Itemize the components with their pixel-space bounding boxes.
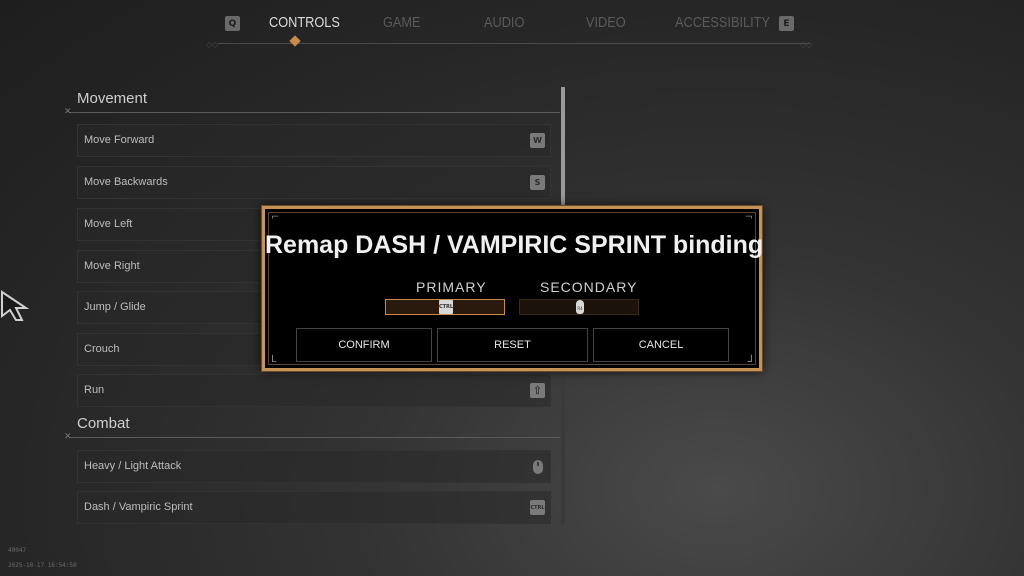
mouse-icon [530, 459, 545, 474]
key-w-icon: W [530, 133, 545, 148]
scrollbar-thumb[interactable] [561, 87, 565, 207]
section-ornament-icon: ✕ [64, 107, 72, 117]
section-divider [70, 112, 560, 113]
shift-key-icon: ⇧ [530, 383, 545, 398]
binding-row-run[interactable]: Run ⇧ [77, 374, 551, 407]
section-divider [70, 437, 560, 438]
dialog-inner-frame [268, 212, 756, 365]
secondary-label: SECONDARY [540, 279, 638, 295]
tab-video[interactable]: VIDEO [586, 14, 626, 31]
top-navigation: Q CONTROLS GAME AUDIO VIDEO ACCESSIBILIT… [0, 0, 1024, 50]
section-title-movement: Movement [77, 90, 148, 107]
primary-binding-slot[interactable]: CTRL [385, 299, 505, 315]
binding-label: Run [84, 384, 105, 396]
binding-label: Move Right [84, 260, 140, 272]
build-timestamp: 2025-10-17 16:54:50 [8, 562, 77, 569]
build-number: 40047 [8, 547, 27, 554]
ctrl-key-icon: CTRL [530, 500, 545, 515]
binding-label: Move Left [84, 218, 133, 230]
binding-label: Heavy / Light Attack [84, 460, 182, 472]
prev-tab-key-hint[interactable]: Q [225, 16, 240, 31]
binding-label: Move Forward [84, 134, 155, 146]
binding-row-move-backwards[interactable]: Move Backwards S [77, 166, 551, 199]
tab-accessibility[interactable]: ACCESSIBILITY [675, 14, 770, 31]
key-s-icon: S [530, 175, 545, 190]
corner-ornament-icon: ¬ [744, 212, 753, 223]
active-tab-marker-icon [289, 35, 301, 47]
binding-row-heavy-light-attack[interactable]: Heavy / Light Attack [77, 450, 551, 483]
ctrl-key-icon: CTRL [439, 300, 453, 314]
section-ornament-icon: ✕ [64, 432, 72, 442]
reset-button[interactable]: RESET [437, 328, 588, 362]
next-tab-key-hint[interactable]: E [779, 16, 794, 31]
secondary-binding-slot[interactable] [519, 299, 639, 315]
binding-label: Dash / Vampiric Sprint [84, 501, 193, 513]
binding-row-dash-vampiric-sprint[interactable]: Dash / Vampiric Sprint CTRL [77, 491, 551, 524]
confirm-button[interactable]: CONFIRM [296, 328, 432, 362]
remap-dialog: ⌐ ¬ L ⅃ Remap DASH / VAMPIRIC SPRINT bin… [262, 206, 764, 371]
corner-ornament-icon: L [271, 354, 277, 365]
corner-ornament-icon: ⌐ [271, 212, 280, 223]
cursor-icon [0, 290, 30, 322]
binding-row-move-forward[interactable]: Move Forward W [77, 124, 551, 157]
tab-game[interactable]: GAME [383, 14, 421, 31]
nav-right-ornament-icon: ◇◇ [800, 40, 813, 49]
dialog-title: Remap DASH / VAMPIRIC SPRINT binding [265, 231, 764, 259]
primary-label: PRIMARY [416, 279, 487, 295]
mouse-button-icon [576, 300, 584, 314]
binding-label: Move Backwards [84, 176, 168, 188]
section-title-combat: Combat [77, 415, 130, 432]
nav-left-ornament-icon: ◇◇ [206, 40, 219, 49]
corner-ornament-icon: ⅃ [747, 354, 753, 365]
binding-label: Crouch [84, 343, 120, 355]
tab-controls[interactable]: CONTROLS [269, 14, 340, 31]
nav-divider [218, 43, 810, 44]
binding-label: Jump / Glide [84, 301, 146, 313]
cancel-button[interactable]: CANCEL [593, 328, 729, 362]
tab-audio[interactable]: AUDIO [484, 14, 525, 31]
